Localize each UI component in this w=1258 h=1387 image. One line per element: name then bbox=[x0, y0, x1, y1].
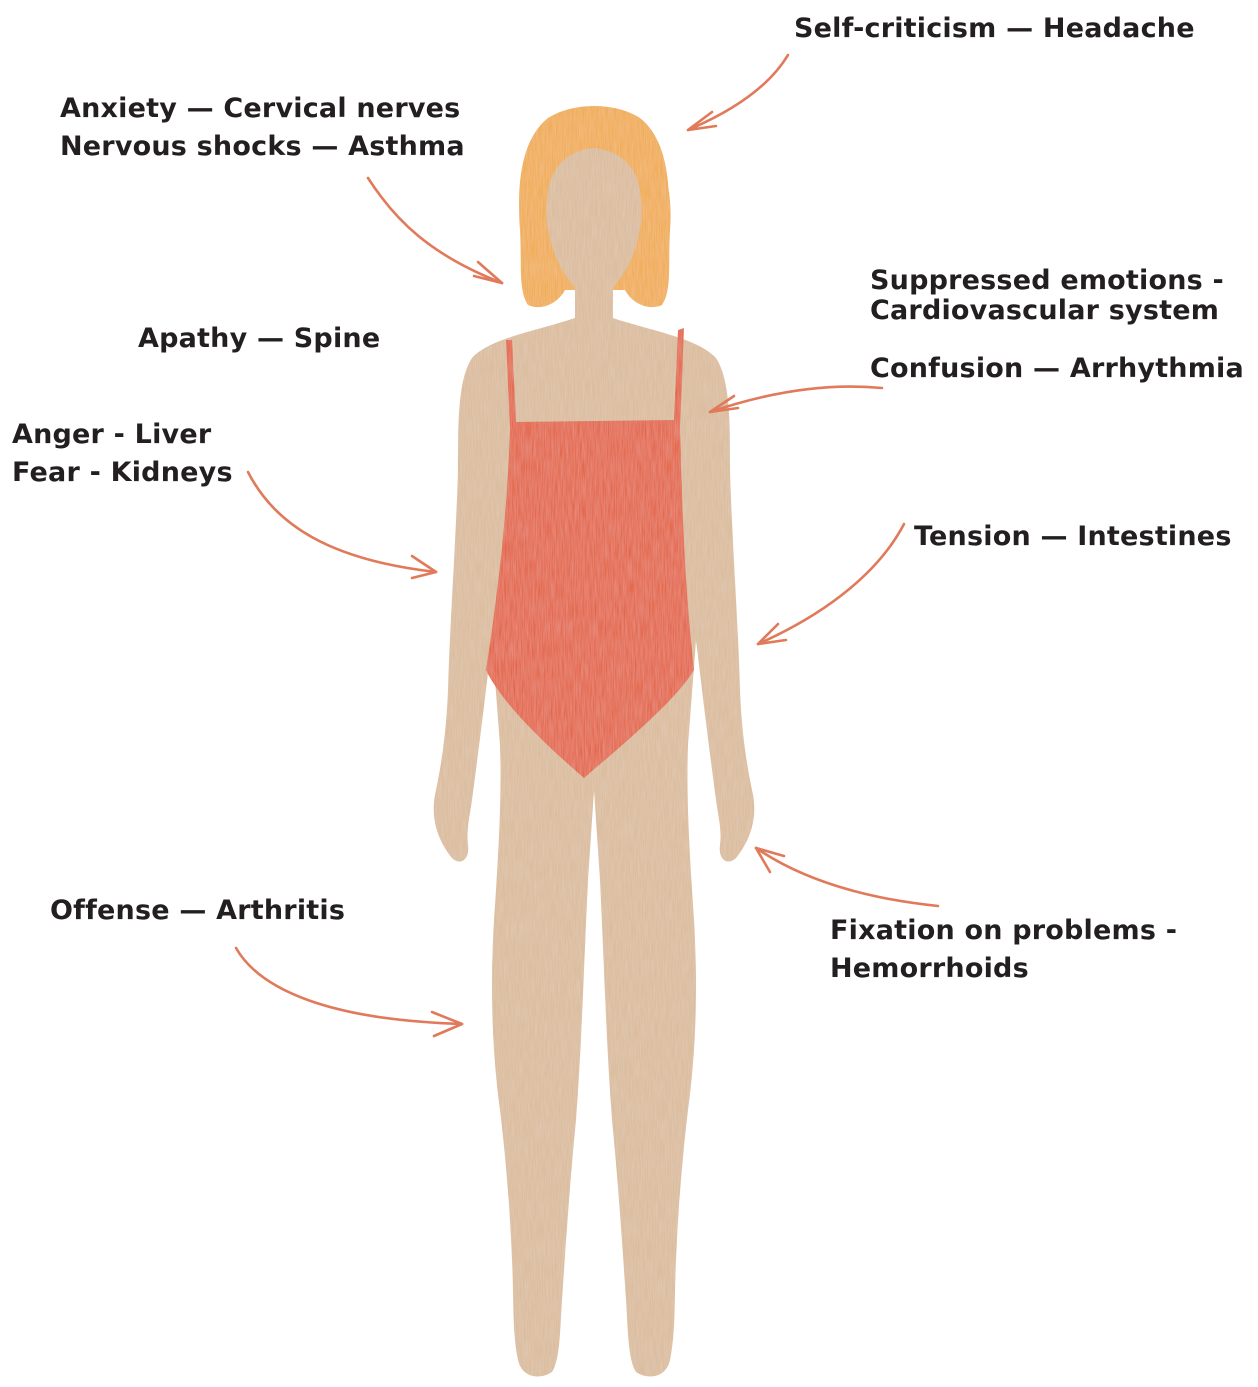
label-hemorrhoids-line-1: Fixation on problems - bbox=[830, 912, 1177, 950]
arrow-cervical bbox=[368, 178, 502, 283]
arrow-hemorrhoids bbox=[756, 848, 938, 906]
arrow-arthritis bbox=[236, 948, 462, 1036]
label-cardiovascular: Suppressed emotions - Cardiovascular sys… bbox=[870, 266, 1224, 326]
label-arthritis-text: Offense — Arthritis bbox=[50, 892, 345, 930]
body-silhouette bbox=[434, 106, 755, 1376]
label-hemorrhoids: Fixation on problems - Hemorrhoids bbox=[830, 912, 1177, 988]
label-cervical-text: Anxiety — Cervical nerves bbox=[60, 90, 465, 128]
arrow-intestines bbox=[758, 524, 904, 644]
label-cardio-line-1: Suppressed emotions - bbox=[870, 266, 1224, 296]
label-arthritis: Offense — Arthritis bbox=[50, 892, 345, 930]
label-spine-text: Apathy — Spine bbox=[138, 320, 380, 358]
label-intestines-text: Tension — Intestines bbox=[914, 518, 1232, 556]
label-headache: Self-criticism — Headache bbox=[794, 10, 1195, 48]
label-intestines: Tension — Intestines bbox=[914, 518, 1232, 556]
arrow-liver bbox=[248, 472, 436, 578]
label-hemorrhoids-line-2: Hemorrhoids bbox=[830, 950, 1177, 988]
label-headache-text: Self-criticism — Headache bbox=[794, 10, 1195, 48]
label-spine: Apathy — Spine bbox=[138, 320, 380, 358]
label-liver-text: Anger - Liver bbox=[12, 416, 233, 454]
arrow-arrhythmia bbox=[710, 387, 882, 412]
arrow-headache bbox=[688, 55, 788, 130]
label-arrhythmia: Confusion — Arrhythmia bbox=[870, 350, 1244, 388]
label-cervical-asthma: Anxiety — Cervical nerves Nervous shocks… bbox=[60, 90, 465, 166]
label-liver-kidneys: Anger - Liver Fear - Kidneys bbox=[12, 416, 233, 492]
label-asthma-text: Nervous shocks — Asthma bbox=[60, 128, 465, 166]
label-kidneys-text: Fear - Kidneys bbox=[12, 454, 233, 492]
label-arrhythmia-text: Confusion — Arrhythmia bbox=[870, 350, 1244, 388]
label-cardio-line-2: Cardiovascular system bbox=[870, 296, 1224, 326]
